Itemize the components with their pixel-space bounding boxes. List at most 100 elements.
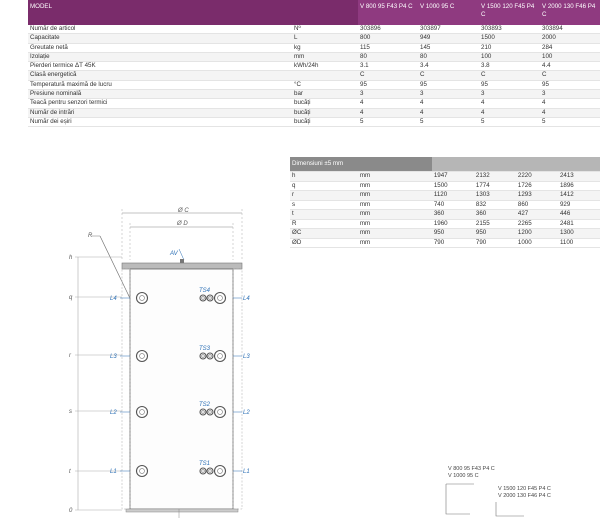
dimension-symbol: q: [290, 181, 358, 191]
spec-unit: bucăți: [292, 98, 358, 109]
height-mark-label: h: [69, 255, 73, 261]
spec-unit: bucăți: [292, 117, 358, 128]
height-mark-label: s: [69, 409, 72, 415]
right-port-label: L2: [243, 410, 250, 416]
dimension-unit: mm: [357, 200, 432, 210]
left-port-label: L3: [110, 354, 117, 360]
right-port-label: L1: [243, 469, 250, 475]
dimension-symbol: ØD: [290, 238, 358, 248]
spec-value: 949: [418, 33, 479, 44]
spec-value: 3.8: [479, 61, 540, 72]
sensor-sleeve: [199, 294, 207, 302]
spec-value: C: [418, 70, 479, 81]
spec-label: Număr de intrări: [28, 108, 292, 118]
tank-base: [125, 508, 239, 513]
dimension-symbol: R: [290, 219, 358, 229]
dimension-value: 1774: [473, 181, 516, 191]
dimension-value: 929: [557, 200, 600, 210]
specifications-table: MODEL V 800 95 F43 P4 C V 1000 95 C V 15…: [28, 0, 600, 128]
dimension-value: 1726: [515, 181, 558, 191]
height-note-model-b1: V 1500 120 F45 P4 C: [498, 486, 551, 492]
av-label: AV: [169, 251, 179, 257]
spec-value: 2000: [540, 33, 600, 44]
right-port-connector: [213, 464, 227, 478]
spec-value: 4.4: [540, 61, 600, 72]
dimension-symbol: s: [290, 200, 358, 210]
left-port-label: L2: [110, 410, 117, 416]
left-port-label: L1: [110, 469, 117, 475]
spec-unit: bucăți: [292, 108, 358, 118]
spec-value: 5: [358, 117, 418, 128]
dimension-symbol: t: [290, 209, 358, 220]
sensor-sleeve: [206, 408, 214, 416]
spec-header-model: MODEL: [28, 0, 292, 25]
dimension-symbol: ØC: [290, 228, 358, 239]
spec-value: 3: [479, 89, 540, 100]
dimension-value: 1300: [557, 228, 600, 239]
sensor-sleeve: [199, 352, 207, 360]
dimension-value: 1100: [557, 238, 600, 248]
height-variants-note: V 800 95 F43 P4 C V 1000 95 C V 1500 120…: [440, 466, 600, 518]
spec-value: 303897: [418, 25, 479, 35]
dimension-value: 2155: [473, 219, 516, 229]
height-mark-label: t: [69, 469, 71, 475]
spec-value: 303896: [358, 25, 418, 35]
spec-value: 100: [479, 52, 540, 63]
dimensions-header-row: Dimensiuni ±5 mm: [290, 157, 600, 172]
sensor-label: TS1: [199, 461, 210, 467]
height-variant-sketch: [445, 483, 524, 517]
dimension-symbol: r: [290, 190, 358, 201]
dimension-value: 1412: [557, 190, 600, 201]
sensor-sleeve: [206, 352, 214, 360]
dimension-value: 832: [473, 200, 516, 210]
spec-value: 95: [540, 80, 600, 91]
spec-header-model-2: V 1000 95 C: [418, 0, 479, 25]
dimension-value: 2132: [473, 171, 516, 182]
spec-value: 210: [479, 43, 540, 53]
dimension-unit: mm: [357, 181, 432, 191]
spec-value: 4: [479, 108, 540, 118]
dimension-value: 1000: [515, 238, 558, 248]
left-port-connector: [135, 464, 149, 478]
right-port-label: L3: [243, 354, 250, 360]
right-port-label: L4: [243, 296, 250, 302]
spec-header-model-4: V 2000 130 F46 P4 C: [540, 0, 600, 25]
dimension-value: 1960: [431, 219, 474, 229]
spec-value: 4: [479, 98, 540, 109]
spec-unit: °C: [292, 80, 358, 91]
spec-label: Clasă energetică: [28, 70, 292, 81]
spec-label: Presiune nominală: [28, 89, 292, 100]
dimension-value: 2220: [515, 171, 558, 182]
spec-value: 95: [418, 80, 479, 91]
spec-value: 3: [540, 89, 600, 100]
dimension-value: 1303: [473, 190, 516, 201]
dimension-value: 950: [431, 228, 474, 239]
spec-label: Teacă pentru senzori termici: [28, 98, 292, 109]
dimension-value: 790: [431, 238, 474, 248]
height-mark-label: q: [69, 295, 73, 301]
spec-header-model-3: V 1500 120 F45 P4 C: [479, 0, 540, 25]
sensor-sleeve: [206, 467, 214, 475]
spec-value: 800: [358, 33, 418, 44]
dimension-value: 360: [431, 209, 474, 220]
right-port-connector: [213, 349, 227, 363]
dimension-value: 1896: [557, 181, 600, 191]
spec-value: C: [540, 70, 600, 81]
spec-unit: bar: [292, 89, 358, 100]
dimension-value: 427: [515, 209, 558, 220]
spec-label: Greutate netă: [28, 43, 292, 53]
spec-value: 3.1: [358, 61, 418, 72]
dim-d-label: Ø D: [176, 221, 188, 227]
dimensions-header: Dimensiuni ±5 mm: [290, 157, 432, 172]
dimension-value: 2265: [515, 219, 558, 229]
spec-value: 4: [358, 98, 418, 109]
spec-unit: L: [292, 33, 358, 44]
dimension-unit: mm: [357, 190, 432, 201]
